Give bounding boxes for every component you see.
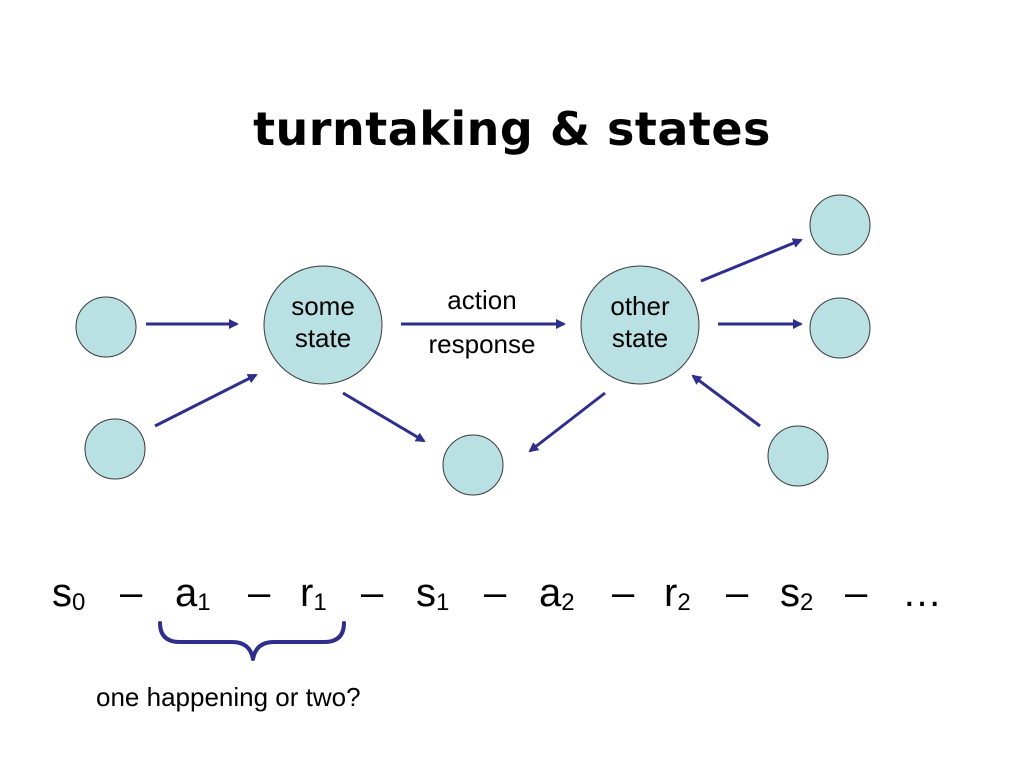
sequence-token: s2: [780, 571, 814, 616]
sequence-separator: –: [361, 571, 384, 615]
other-state-label: other state: [590, 290, 690, 354]
some-state-label-line2: state: [294, 323, 352, 353]
sequence-separator: –: [845, 571, 868, 615]
edge-label-action: action: [447, 285, 517, 315]
state-node-right-top: [809, 194, 871, 256]
arrow-other-state-to-bottom-middle: [528, 391, 606, 453]
arrow-right-bottom-to-other-state: [691, 374, 761, 428]
sequence-separator: –: [484, 571, 507, 615]
sequence-separator: –: [726, 571, 749, 615]
some-state-node: [263, 265, 383, 385]
some-state-label: some state: [273, 290, 373, 354]
sequence-separator: –: [612, 571, 635, 615]
other-state-label-line2: state: [611, 323, 669, 353]
sequence-token: s0: [52, 571, 86, 616]
state-node-right-middle: [809, 297, 871, 359]
arrow-left-lower-to-some-state: [154, 373, 258, 428]
arrow-some-state-to-bottom-middle: [342, 391, 426, 443]
sequence-separator: –: [120, 571, 143, 615]
edge-label-response: response: [428, 329, 536, 359]
state-node-left-upper: [75, 296, 137, 358]
sequence-token: r1: [300, 571, 327, 616]
sequence-ellipsis: …: [902, 571, 942, 615]
brace-caption: one happening or two?: [96, 682, 361, 712]
sequence-token: a2: [539, 571, 575, 616]
other-state-node: [580, 265, 700, 385]
some-state-label-line1: some: [291, 291, 355, 321]
state-sequence: s0 – a1 – r1 – s1 – a2 – r2 – s2 – …: [0, 568, 1024, 628]
state-node-left-lower: [84, 418, 146, 480]
slide-title: turntaking & states: [253, 102, 771, 156]
sequence-separator: –: [248, 571, 271, 615]
state-node-bottom-middle: [442, 434, 504, 496]
state-node-right-bottom: [767, 425, 829, 487]
other-state-label-line1: other: [610, 291, 670, 321]
sequence-token: a1: [175, 571, 211, 616]
sequence-token: r2: [664, 571, 691, 616]
arrow-other-state-to-right-top: [700, 238, 803, 283]
sequence-token: s1: [416, 571, 450, 616]
grouping-brace: [158, 621, 346, 661]
